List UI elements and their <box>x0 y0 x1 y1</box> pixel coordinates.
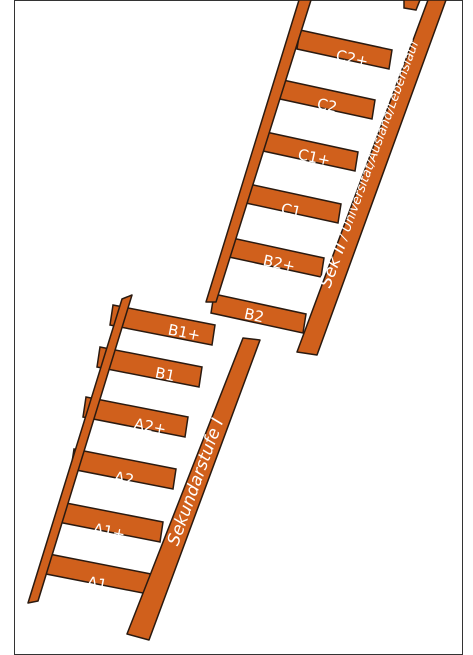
rung-c1: C1 <box>245 183 342 224</box>
rung-a2-plus: A2+ <box>82 396 189 439</box>
rung-b2-shape <box>210 293 307 334</box>
ladder-lower-left-rail <box>27 294 133 604</box>
ladder-upper-left-rail <box>205 0 312 303</box>
rung-a2-label: A2 <box>113 468 136 489</box>
ladder-upper-right-rail <box>296 0 447 356</box>
rung-b1-shape <box>96 346 203 388</box>
rung-c1-label: C1 <box>279 200 302 222</box>
rung-b1: B1 <box>96 346 203 388</box>
rung-a1-label: A1 <box>86 573 109 594</box>
rung-b1-plus-shape <box>109 304 216 346</box>
ladder-lower-right-rail <box>126 337 261 641</box>
rung-a2-plus-shape <box>82 396 189 438</box>
rung-b2: B2 <box>210 293 307 334</box>
rung-b1-plus-label: B1+ <box>166 321 201 345</box>
rung-c2: C2 <box>279 79 376 120</box>
rung-b1-label: B1 <box>154 364 177 385</box>
rung-b1-plus: B1+ <box>109 304 216 346</box>
rung-a2-plus-label: A2+ <box>132 415 167 439</box>
rung-b2-label: B2 <box>243 305 266 327</box>
rung-a1-plus-label: A1+ <box>91 520 126 544</box>
rung-c2-label: C2 <box>315 95 338 117</box>
rung-top-partial <box>403 0 421 11</box>
